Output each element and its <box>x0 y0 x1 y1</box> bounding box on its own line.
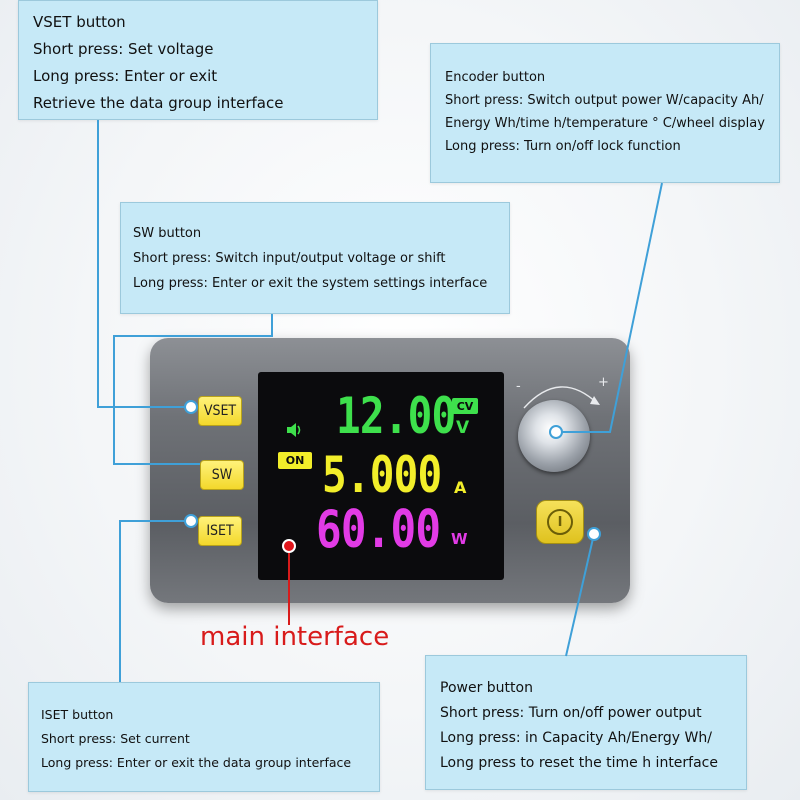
power-callout-title: Power button <box>440 680 533 696</box>
vset-marker-dot <box>184 400 198 414</box>
iset-callout-line-2: Long press: Enter or exit the data group… <box>41 755 352 770</box>
voltage-unit: V <box>456 418 470 438</box>
power-leader-line <box>565 533 595 657</box>
main-interface-marker-dot <box>282 539 296 553</box>
vset-leader-line <box>97 120 196 408</box>
encoder-callout-line-3: Long press: Turn on/off lock function <box>445 139 681 154</box>
sw-callout: SW button Short press: Switch input/outp… <box>120 202 510 314</box>
iset-callout-title: ISET button <box>41 707 114 722</box>
iset-leader-line <box>119 520 190 682</box>
encoder-callout-line-1: Short press: Switch output power W/capac… <box>445 93 764 108</box>
speaker-icon <box>287 423 301 437</box>
iset-button[interactable]: ISET <box>198 516 242 546</box>
vset-callout-title: VSET button <box>33 13 126 31</box>
iset-marker-dot <box>184 514 198 528</box>
encoder-callout-title: Encoder button <box>445 70 546 85</box>
knob-direction-arc-icon: - + <box>516 375 609 409</box>
vset-button[interactable]: VSET <box>198 396 242 426</box>
power-button[interactable]: I <box>536 500 584 544</box>
voltage-readout: 12.00 <box>336 387 456 445</box>
power-callout-line-1: Short press: Turn on/off power output <box>440 705 702 721</box>
current-readout: 5.000 <box>322 446 442 504</box>
sw-leader-line <box>113 314 273 465</box>
power-callout-line-3: Long press to reset the time h interface <box>440 755 718 771</box>
sw-callout-line-2: Long press: Enter or exit the system set… <box>133 276 488 291</box>
sw-callout-line-1: Short press: Switch input/output voltage… <box>133 251 446 266</box>
iset-callout-line-1: Short press: Set current <box>41 731 190 746</box>
power-callout: Power button Short press: Turn on/off po… <box>425 655 747 790</box>
vset-callout-line-2: Long press: Enter or exit <box>33 67 218 85</box>
knob-plus-label: + <box>598 375 609 390</box>
power-readout: 60.00 <box>316 500 441 560</box>
vset-callout-line-1: Short press: Set voltage <box>33 40 214 58</box>
encoder-leader-line <box>556 182 663 433</box>
encoder-callout-line-2: Energy Wh/time h/temperature ° C/wheel d… <box>445 116 765 131</box>
knob-minus-label: - <box>516 379 521 394</box>
sw-button[interactable]: SW <box>200 460 244 490</box>
vset-callout: VSET button Short press: Set voltage Lon… <box>18 0 378 120</box>
current-unit: A <box>454 478 467 497</box>
vset-callout-line-3: Retrieve the data group interface <box>33 94 284 112</box>
power-icon: I <box>547 509 573 535</box>
output-on-badge: ON <box>278 452 312 469</box>
sw-callout-title: SW button <box>133 226 202 241</box>
main-interface-label: main interface <box>200 622 390 652</box>
power-callout-line-2: Long press: in Capacity Ah/Energy Wh/ <box>440 730 712 746</box>
cv-mode-badge: CV <box>452 398 478 414</box>
power-unit: W <box>451 530 468 548</box>
iset-callout: ISET button Short press: Set current Lon… <box>28 682 380 792</box>
encoder-marker-dot <box>549 425 563 439</box>
encoder-callout: Encoder button Short press: Switch outpu… <box>430 43 780 183</box>
power-marker-dot <box>587 527 601 541</box>
